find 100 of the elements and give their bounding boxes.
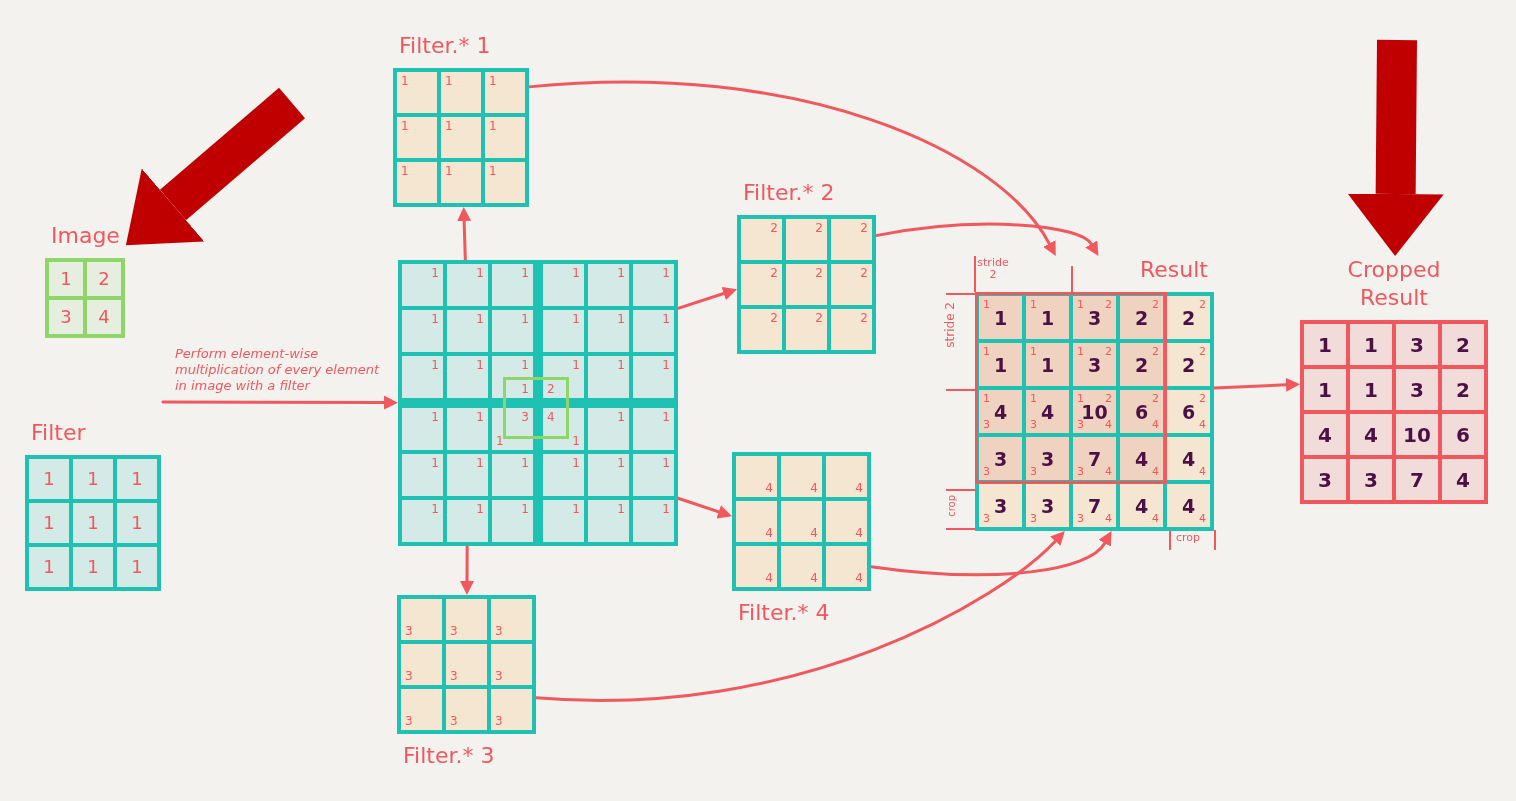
cell-value: 1: [617, 267, 625, 279]
matrix-cell: [541, 498, 586, 544]
matrix-cell: [784, 217, 829, 262]
matrix-cell: [541, 406, 586, 452]
cell-value: 1: [131, 470, 143, 488]
matrix-cell: [541, 308, 586, 354]
matrix-cell: [489, 687, 534, 732]
cell-value: 1: [572, 313, 580, 325]
cell-value: 3: [405, 670, 413, 682]
cell-value: 1: [572, 267, 580, 279]
matrix-cell: [1302, 322, 1348, 367]
matrix-cell: [445, 406, 490, 452]
matrix-cell: [586, 354, 631, 400]
cell-value: 4: [765, 482, 773, 494]
matrix-cell: [1440, 367, 1486, 412]
cell-value: 1: [993, 308, 1008, 327]
matrix-cell: [27, 545, 71, 589]
cell-value: 1: [521, 313, 529, 325]
matrix-cell: [1118, 482, 1165, 529]
matrix-cell: [395, 160, 439, 205]
matrix-cell: [1071, 341, 1118, 388]
matrix-cell: [47, 260, 85, 298]
dimension-label: stride 2: [944, 302, 957, 348]
matrix-cell: [1394, 457, 1440, 502]
matrix-cell: [977, 341, 1024, 388]
matrix-cell: [445, 262, 490, 308]
matrix-cell: [445, 308, 490, 354]
matrix-cell: [115, 545, 159, 589]
matrix-cell: [734, 499, 779, 544]
cell-value: 4: [1318, 424, 1332, 445]
matrix-cell: [444, 687, 489, 732]
cell-value: 1: [445, 75, 453, 87]
cell-value: 3: [1040, 449, 1055, 468]
matrix-cell: [1440, 457, 1486, 502]
cell-value: 1: [43, 558, 55, 576]
matrix-cell: [400, 308, 445, 354]
matrix-cell: [1348, 322, 1394, 367]
matrix-cell: [400, 406, 445, 452]
cell-value: 3: [495, 625, 503, 637]
cell-value: 7: [1087, 449, 1102, 468]
cell-value: 4: [855, 527, 863, 539]
matrix-cell: [1024, 388, 1071, 435]
matrix-cell: [439, 115, 483, 160]
cell-value: 2: [860, 222, 868, 234]
cell-value: 4: [1199, 419, 1206, 430]
cell-value: 4: [1105, 419, 1112, 430]
matrix-cell: [1302, 367, 1348, 412]
matrix-cell: [490, 262, 535, 308]
matrix-cell: [1071, 294, 1118, 341]
matrix-cell: [1024, 341, 1071, 388]
cell-value: 2: [1199, 393, 1206, 404]
cell-value: 1: [401, 75, 409, 87]
cell-value: 2: [770, 312, 778, 324]
cell-value: 1: [1040, 355, 1055, 374]
matrix-cell: [586, 452, 631, 498]
arrow: [527, 81, 1057, 256]
cell-value: 3: [450, 715, 458, 727]
cell-value: 4: [1134, 496, 1149, 515]
matrix-cell: [824, 544, 869, 589]
grid-heading: Cropped Result: [1346, 256, 1442, 312]
matrix-cell: [1071, 482, 1118, 529]
cell-value: 4: [855, 572, 863, 584]
cell-value: 2: [815, 312, 823, 324]
cell-value: 3: [1040, 496, 1055, 515]
matrix-cell: [490, 498, 535, 544]
matrix-cell: [824, 454, 869, 499]
matrix-cell: [779, 454, 824, 499]
cell-value: 3: [983, 466, 990, 477]
cell-value: 4: [810, 482, 818, 494]
cell-value: 4: [1199, 466, 1206, 477]
cell-value: 1: [572, 435, 580, 447]
grid-heading: Filter: [30, 419, 87, 447]
matrix-cell: [490, 308, 535, 354]
cell-value: 1: [521, 457, 529, 469]
cell-value: 1: [521, 267, 529, 279]
matrix-cell: [444, 642, 489, 687]
cell-value: 3: [450, 625, 458, 637]
matrix-cell: [1071, 435, 1118, 482]
cell-value: 3: [1030, 419, 1037, 430]
matrix-cell: [439, 70, 483, 115]
cell-value: 3: [495, 670, 503, 682]
cell-value: 3: [1318, 469, 1332, 490]
cell-value: 1: [662, 359, 670, 371]
cell-value: 7: [1087, 496, 1102, 515]
matrix-cell: [445, 452, 490, 498]
arrow: [460, 544, 474, 595]
matrix-cell: [85, 298, 123, 336]
matrix-cell: [1165, 341, 1212, 388]
matrix-cell: [586, 498, 631, 544]
cell-value: 1: [1077, 393, 1084, 404]
cell-value: 1: [1364, 379, 1378, 400]
cell-value: 4: [547, 411, 555, 423]
matrix-cell: [115, 457, 159, 501]
matrix-cell: [1165, 482, 1212, 529]
matrix-cell: [483, 115, 527, 160]
cell-value: 4: [1105, 466, 1112, 477]
matrix-cell: [1394, 412, 1440, 457]
matrix-cell: [631, 498, 676, 544]
cell-value: 1: [572, 457, 580, 469]
cell-value: 2: [1456, 379, 1470, 400]
